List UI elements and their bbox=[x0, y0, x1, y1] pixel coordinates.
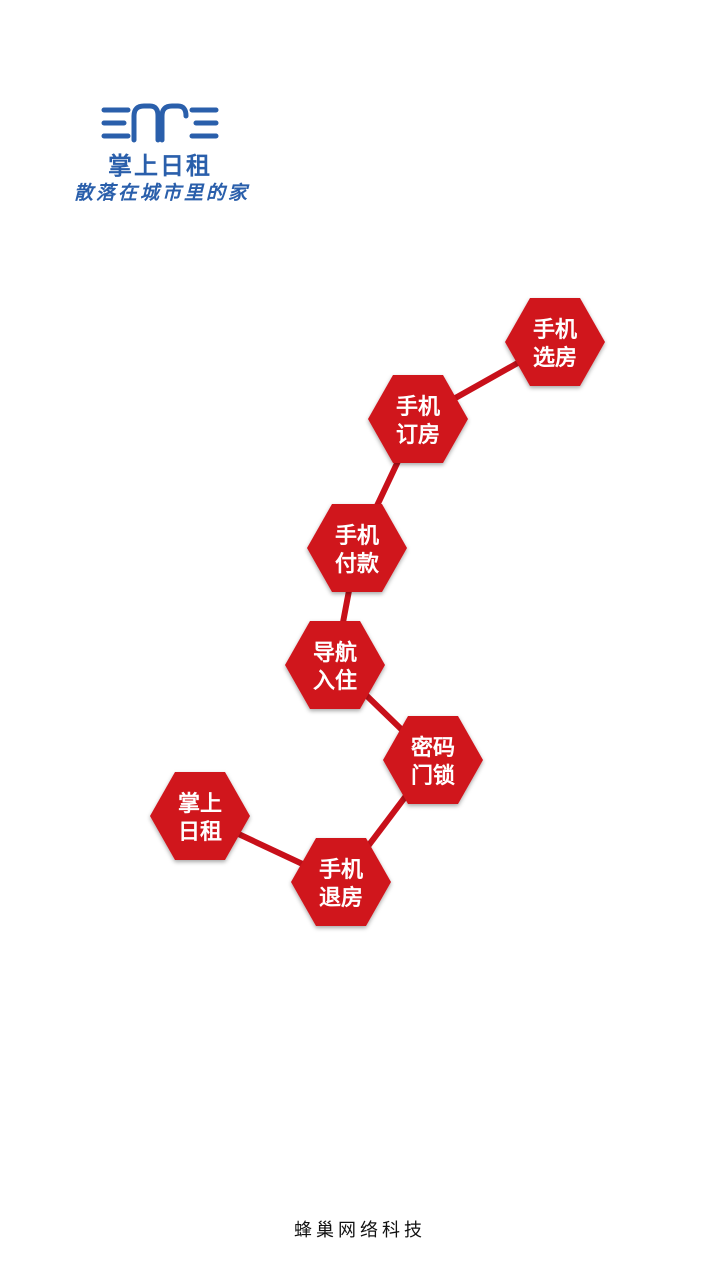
flow-step-label: 退房 bbox=[319, 885, 363, 911]
door-symbol-icon bbox=[101, 103, 219, 143]
flow-step-label: 导航 bbox=[313, 640, 357, 666]
flow-step-label: 手机 bbox=[319, 858, 363, 883]
flow-step-label: 入住 bbox=[313, 668, 357, 694]
hexagon-shape bbox=[285, 621, 385, 709]
hexagon-shape bbox=[368, 375, 468, 463]
hexagon-shape bbox=[505, 298, 605, 386]
flow-step-label: 门锁 bbox=[411, 763, 455, 789]
flow-step-label: 手机 bbox=[396, 395, 440, 420]
flow-step-label: 密码 bbox=[411, 735, 455, 761]
flow-step-label: 选房 bbox=[533, 345, 577, 371]
company-name: 蜂巢网络科技 bbox=[294, 1220, 426, 1241]
brand-name: 掌上日租 bbox=[108, 152, 212, 180]
hexagon-shape bbox=[291, 838, 391, 926]
flow-step-label: 付款 bbox=[335, 551, 380, 577]
flow-step-label: 手机 bbox=[335, 524, 379, 549]
flow-step-label: 手机 bbox=[533, 318, 577, 343]
hexagon-shape bbox=[383, 716, 483, 804]
hexagon-shape bbox=[307, 504, 407, 592]
flow-step-label: 订房 bbox=[396, 422, 440, 448]
flow-step-brand: 掌上日租 bbox=[150, 772, 250, 860]
hexagon-shape bbox=[150, 772, 250, 860]
brand-slogan: 散落在城市里的家 bbox=[73, 182, 250, 204]
flow-step-label: 日租 bbox=[178, 820, 222, 845]
flow-step-label: 掌上 bbox=[178, 792, 222, 817]
